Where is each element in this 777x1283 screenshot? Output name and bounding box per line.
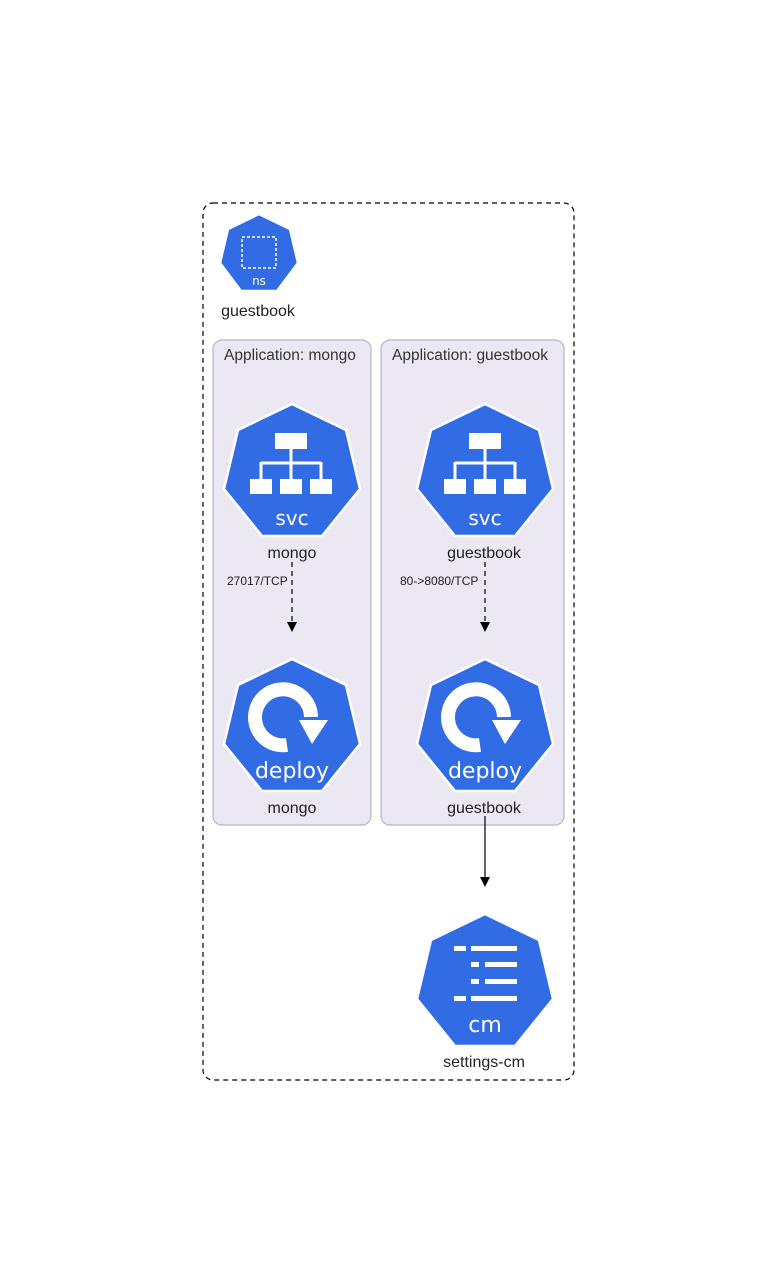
service-node-guestbook[interactable]: svc guestbook <box>415 402 555 562</box>
rollout-cycle-icon <box>441 682 521 753</box>
network-tree-icon <box>444 433 526 494</box>
deployment-kind-label: deploy <box>255 759 329 784</box>
deployment-name: guestbook <box>447 800 522 817</box>
network-tree-icon <box>250 433 332 494</box>
deployment-kind-label: deploy <box>448 759 522 784</box>
edge-mongo-svc-to-deploy: 27017/TCP <box>227 562 297 632</box>
configmap-node-settings-cm[interactable]: cm settings-cm <box>415 912 555 1071</box>
configmap-kind-label: cm <box>468 1013 502 1038</box>
deployment-icon <box>222 657 362 793</box>
namespace-kind-label: ns <box>252 274 266 288</box>
service-name: mongo <box>268 545 317 562</box>
deployment-name: mongo <box>268 800 317 817</box>
service-name: guestbook <box>447 545 522 562</box>
deployment-node-guestbook[interactable]: deploy guestbook <box>415 657 555 817</box>
namespace-icon <box>218 212 300 293</box>
configmap-name: settings-cm <box>443 1054 525 1071</box>
service-node-mongo[interactable]: svc mongo <box>222 402 362 562</box>
edge-label: 27017/TCP <box>227 574 288 588</box>
edge-label: 80->8080/TCP <box>400 574 478 588</box>
namespace-node[interactable]: ns guestbook <box>218 212 300 320</box>
namespace-dashed-square-icon <box>241 236 277 269</box>
edge-guestbook-svc-to-deploy: 80->8080/TCP <box>400 562 490 632</box>
group-label: Application: guestbook <box>392 347 548 364</box>
group-label: Application: mongo <box>224 347 356 364</box>
service-kind-label: svc <box>468 506 501 530</box>
rollout-cycle-icon <box>248 682 328 753</box>
deployment-icon <box>415 657 555 793</box>
deployment-node-mongo[interactable]: deploy mongo <box>222 657 362 817</box>
list-lines-icon <box>454 946 517 1001</box>
service-kind-label: svc <box>275 506 308 530</box>
namespace-boundary <box>202 202 575 1081</box>
namespace-name: guestbook <box>221 303 296 320</box>
